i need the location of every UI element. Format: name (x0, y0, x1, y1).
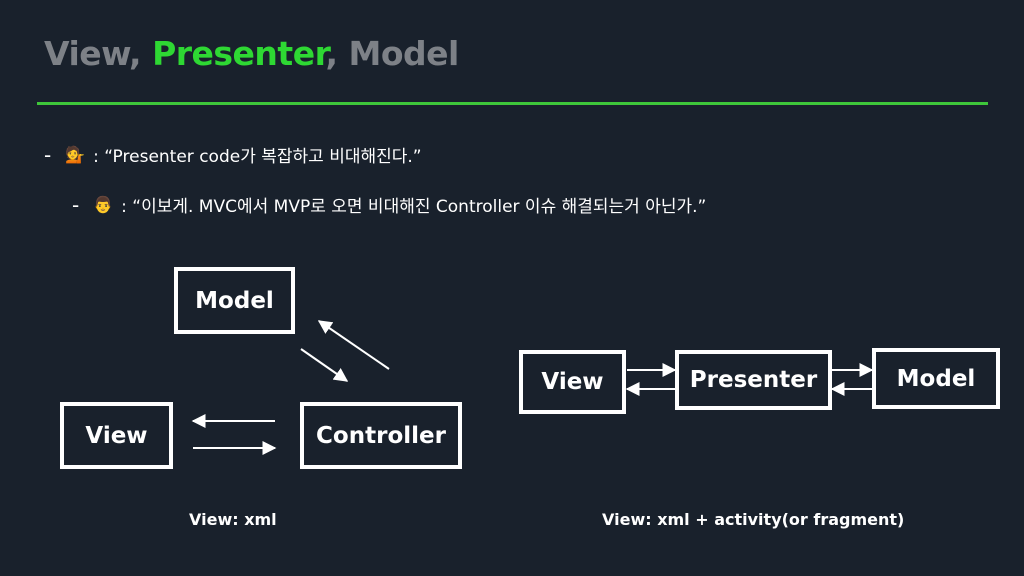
mvc-view-box: View (60, 402, 173, 469)
mvp-presenter-box: Presenter (675, 350, 832, 410)
title-presenter-highlight: Presenter (152, 34, 326, 73)
bullet-item-1: - 💁 : “Presenter code가 복잡하고 비대해진다.” (44, 142, 422, 168)
person-tipping-hand-icon: 💁 (65, 145, 86, 164)
bullet-dash: - (44, 142, 52, 167)
bullet-item-2: - 👨 : “이보게. MVC에서 MVP로 오면 비대해진 Controlle… (72, 192, 707, 218)
arrow-controller-to-model (317, 320, 390, 370)
bullet-text: : “Presenter code가 복잡하고 비대해진다.” (93, 147, 422, 167)
mvp-view-box: View (519, 350, 626, 414)
title-view: View, (44, 34, 153, 73)
man-icon: 👨 (93, 195, 114, 214)
title-divider (37, 102, 988, 105)
mvc-caption: View: xml (189, 510, 277, 529)
page-title: View, Presenter, Model (44, 34, 459, 73)
title-model: , Model (325, 34, 460, 73)
mvc-controller-box: Controller (300, 402, 462, 469)
bullet-text: : “이보게. MVC에서 MVP로 오면 비대해진 Controller 이슈… (121, 197, 707, 217)
mvc-model-box: Model (174, 267, 295, 334)
mvp-model-box: Model (872, 348, 1000, 409)
mvp-caption: View: xml + activity(or fragment) (602, 510, 905, 529)
bullet-dash: - (72, 192, 80, 217)
arrow-model-to-controller (300, 348, 349, 382)
